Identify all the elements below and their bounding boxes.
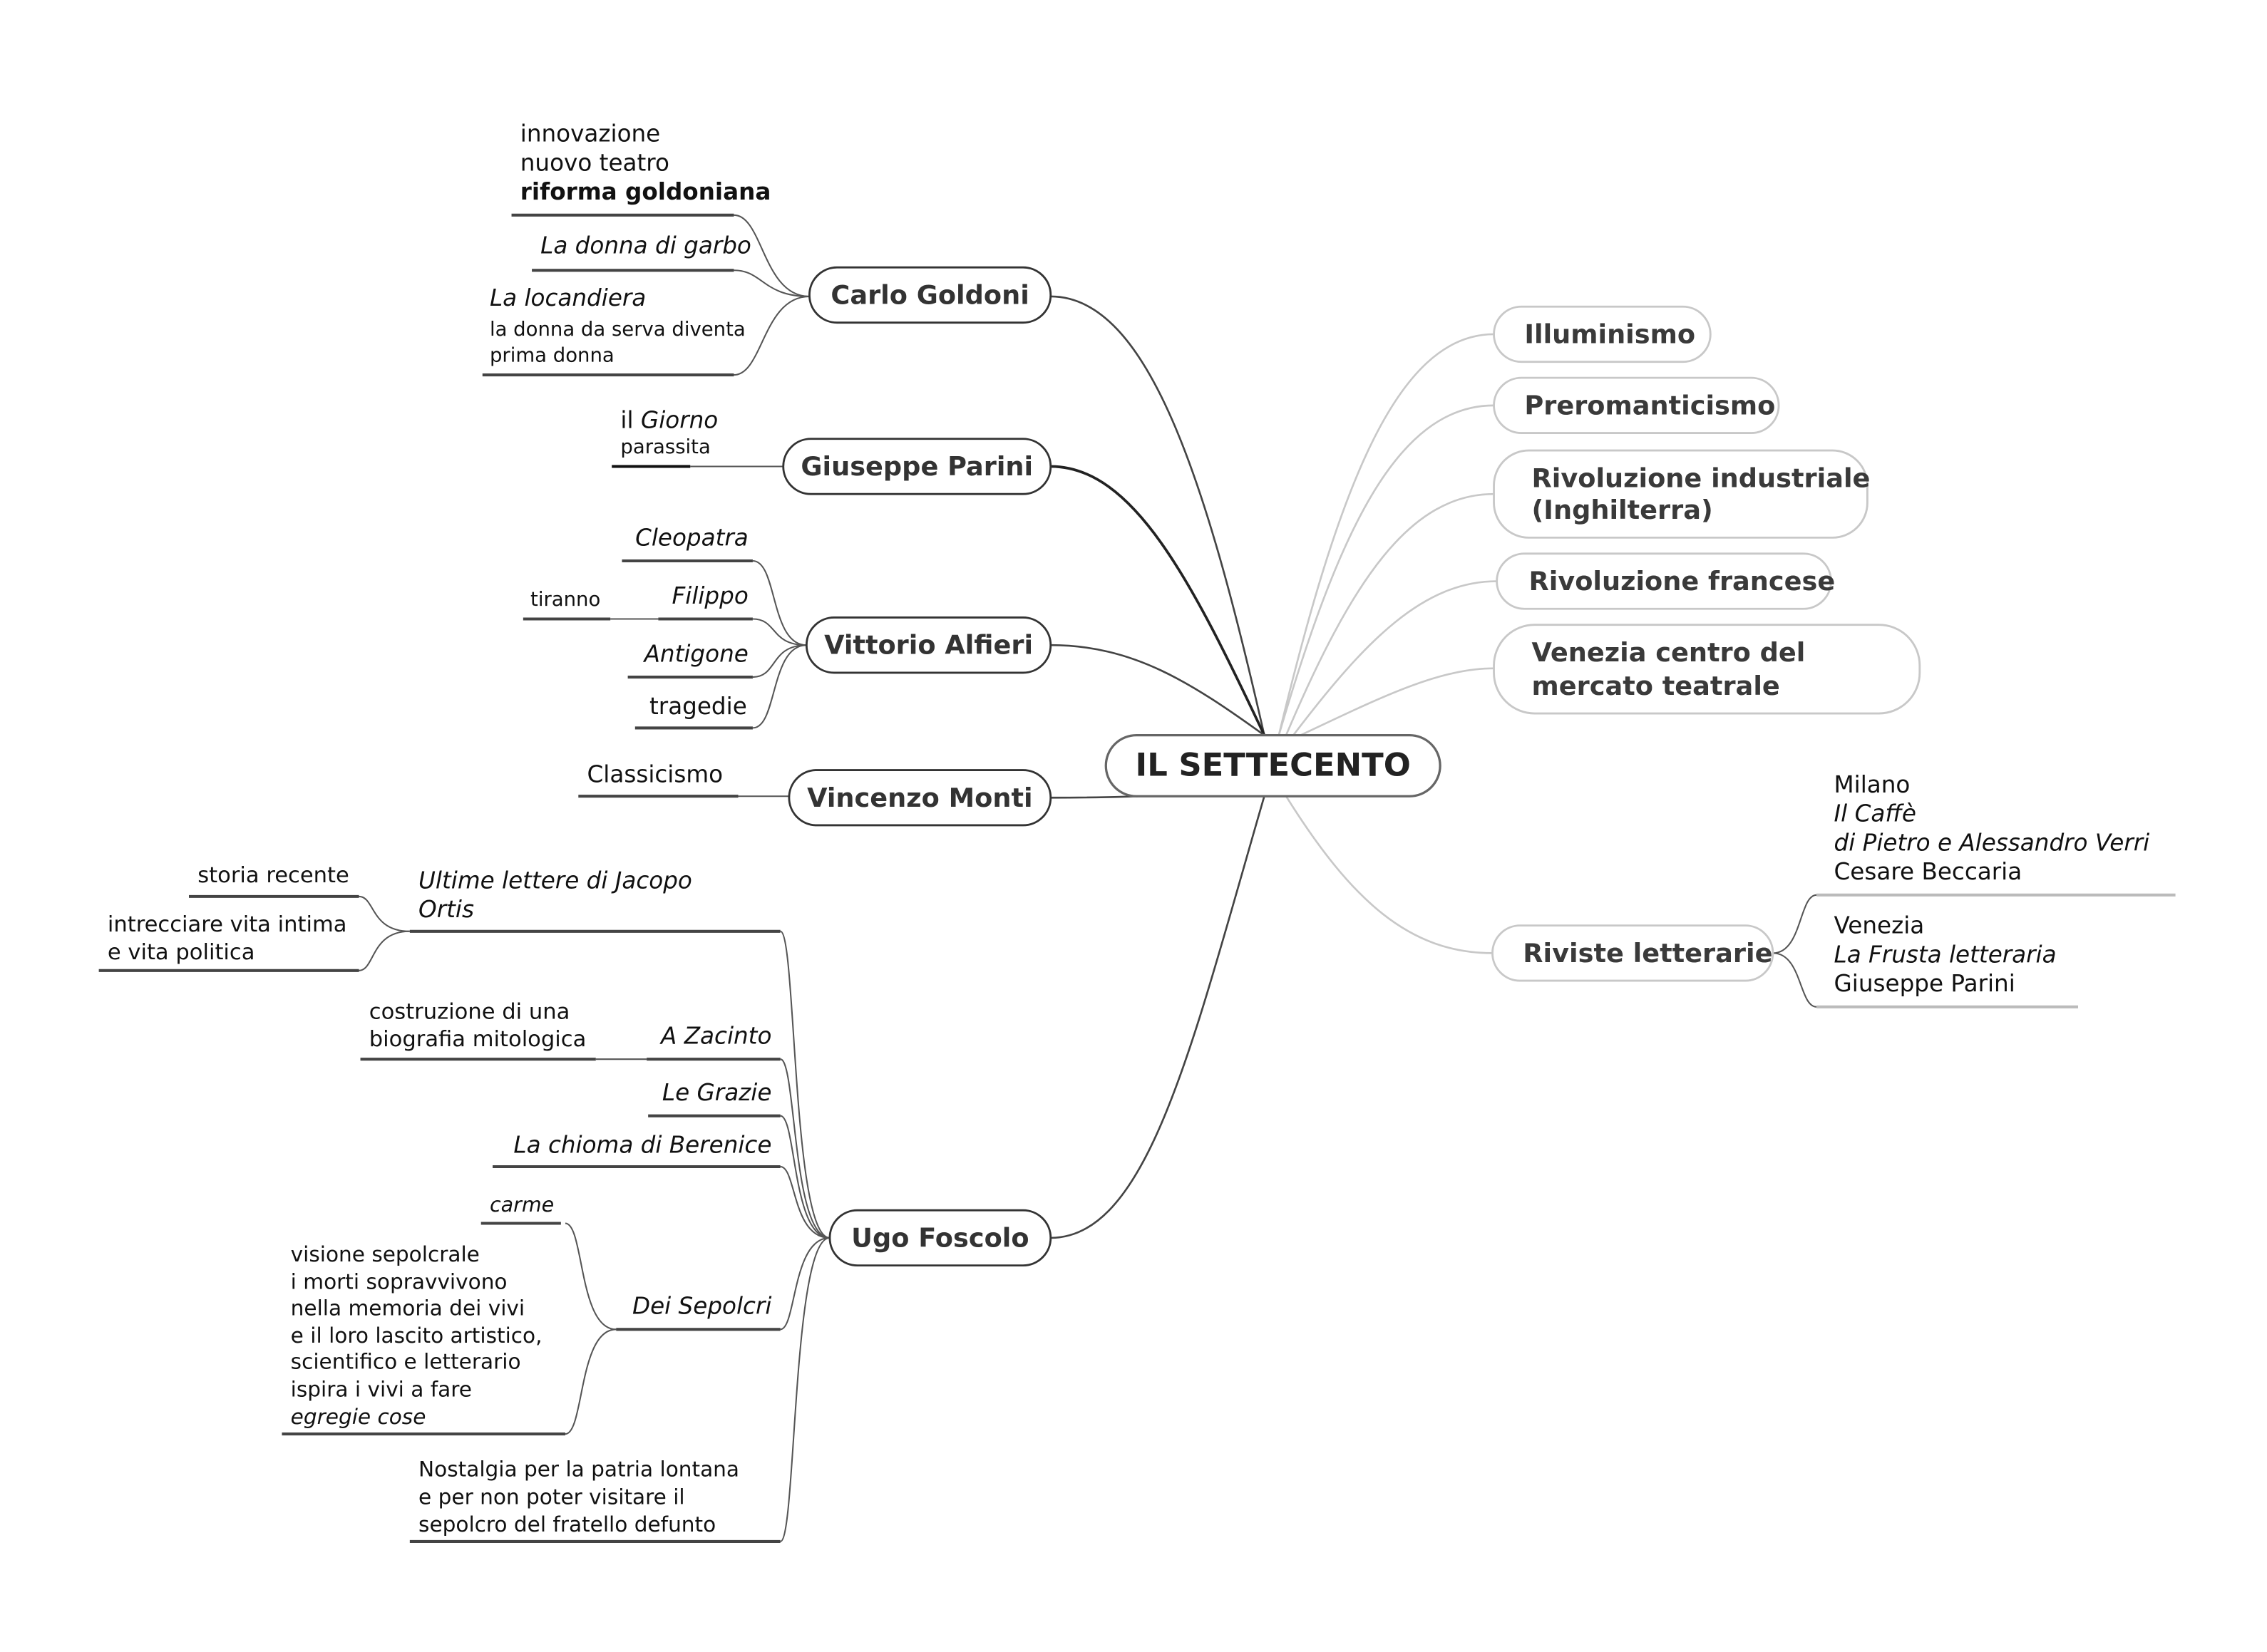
leaf-text: la donna da serva diventa [490, 318, 746, 341]
goldoni-garbo[interactable]: La donna di garbo [540, 232, 751, 259]
foscolo-zacinto[interactable]: A Zacinto [659, 1023, 771, 1050]
leaf-text: scientifico e letterario [291, 1350, 521, 1374]
alfieri-filippo[interactable]: Filippo [672, 582, 749, 609]
leaf-text: Milano [1834, 771, 1911, 798]
foscolo-nostalgia[interactable]: Nostalgia per la patria lontana e per no… [418, 1457, 739, 1537]
topic-rivoluzione-francese[interactable]: Rivoluzione francese [1496, 552, 1836, 610]
leaf-text: sepolcro del fratello defunto [418, 1512, 716, 1537]
topic-label: Rivoluzione francese [1528, 566, 1835, 597]
topic-label: Ugo Foscolo [851, 1222, 1029, 1253]
topic-label: Riviste letterarie [1523, 938, 1772, 969]
parini-giorno[interactable]: il Giorno parassita [620, 406, 718, 458]
leaf-text: Giuseppe Parini [1834, 970, 2015, 997]
alfieri-antigone[interactable]: Antigone [643, 640, 749, 667]
leaf-text: Cesare Beccaria [1834, 858, 2022, 885]
leaf-text: costruzione di una [369, 999, 570, 1024]
leaf-text: innovazione [520, 120, 660, 148]
topic-label: mercato teatrale [1532, 671, 1780, 701]
leaf-text: ispira i vivi a fare [291, 1377, 472, 1401]
leaf-text: nuovo teatro [520, 149, 669, 176]
topic-illuminismo[interactable]: Illuminismo [1493, 305, 1712, 363]
goldoni-locandiera[interactable]: La locandiera la donna da serva diventa … [490, 284, 746, 367]
sepolcri-visione[interactable]: visione sepolcrale i morti sopravvivono … [291, 1242, 543, 1429]
topic-riviste-letterarie[interactable]: Riviste letterarie [1491, 924, 1774, 982]
leaf-text: La locandiera [490, 284, 646, 311]
leaf-text: Ultime lettere di Jacopo [418, 867, 692, 894]
sepolcri-carme[interactable]: carme [490, 1193, 554, 1217]
leaf-text: prima donna [490, 344, 615, 367]
leaf-text: Nostalgia per la patria lontana [418, 1457, 739, 1482]
topic-vincenzo-monti[interactable]: Vincenzo Monti [788, 769, 1052, 827]
topic-preromanticismo[interactable]: Preromanticismo [1493, 376, 1780, 435]
leaf-text: e per non poter visitare il [418, 1485, 685, 1509]
topic-vittorio-alfieri[interactable]: Vittorio Alfieri [805, 616, 1052, 674]
goldoni-innovazione[interactable]: innovazione nuovo teatro riforma goldoni… [520, 120, 771, 206]
topic-label: (Inghilterra) [1532, 495, 1713, 525]
leaf-text: visione sepolcrale [291, 1242, 480, 1266]
connectors [1050, 295, 1497, 1239]
alfieri-tiranno[interactable]: tiranno [530, 588, 600, 611]
leaf-text: parassita [620, 435, 710, 458]
leaf-text: Ortis [418, 896, 474, 923]
zacinto-note[interactable]: costruzione di una biografia mitologica [369, 999, 587, 1052]
topic-label: Rivoluzione industriale [1532, 463, 1871, 493]
topic-label: Carlo Goldoni [831, 279, 1029, 310]
topic-venezia-centro[interactable]: Venezia centro del mercato teatrale [1493, 624, 1921, 715]
ortis-intrecciare[interactable]: intrecciare vita intima e vita politica [108, 912, 347, 965]
riviste-milano[interactable]: Milano Il Caffè di Pietro e Alessandro V… [1834, 771, 2150, 885]
topic-label: Vittorio Alfieri [824, 630, 1033, 661]
foscolo-berenice[interactable]: La chioma di Berenice [513, 1131, 771, 1158]
alfieri-tragedie[interactable]: tragedie [649, 693, 747, 720]
foscolo-grazie[interactable]: Le Grazie [662, 1079, 772, 1106]
leaf-text: biografia mitologica [369, 1027, 587, 1052]
topic-ugo-foscolo[interactable]: Ugo Foscolo [828, 1209, 1052, 1267]
foscolo-sepolcri[interactable]: Dei Sepolcri [632, 1293, 771, 1320]
leaf-text: Il Caffè [1834, 800, 1916, 827]
branch-underlines [98, 213, 2176, 1543]
riviste-venezia[interactable]: Venezia La Frusta letteraria Giuseppe Pa… [1834, 912, 2057, 998]
leaf-text: intrecciare vita intima [108, 912, 347, 937]
leaf-text: egregie cose [291, 1405, 426, 1429]
leaf-text: e il loro lascito artistico, [291, 1323, 543, 1348]
topic-label: Venezia centro del [1532, 637, 1806, 668]
foscolo-ortis[interactable]: Ultime lettere di Jacopo Ortis [418, 867, 692, 923]
leaf-text: La Frusta letteraria [1834, 941, 2057, 968]
central-topic[interactable]: IL SETTECENTO [1104, 733, 1441, 797]
leaf-text: nella memoria dei vivi [291, 1296, 525, 1320]
topic-label: Vincenzo Monti [807, 783, 1032, 813]
sub-connectors [359, 214, 1817, 1542]
leaf-text: riforma goldoniana [520, 178, 771, 205]
central-topic-label: IL SETTECENTO [1136, 745, 1411, 783]
leaf-text: e vita politica [108, 940, 255, 965]
leaf-text: di Pietro e Alessandro Verri [1834, 829, 2150, 856]
ortis-storia-recente[interactable]: storia recente [197, 863, 349, 888]
topic-label: Illuminismo [1524, 319, 1695, 350]
topic-label: Giuseppe Parini [801, 451, 1033, 482]
topic-carlo-goldoni[interactable]: Carlo Goldoni [808, 266, 1052, 324]
topic-label: Preromanticismo [1524, 390, 1775, 420]
alfieri-cleopatra[interactable]: Cleopatra [635, 524, 749, 551]
leaf-text: Venezia [1834, 912, 1925, 939]
leaf-text: i morti sopravvivono [291, 1270, 508, 1294]
monti-classicismo[interactable]: Classicismo [587, 761, 724, 788]
leaf-text: il Giorno [620, 406, 718, 433]
topic-giuseppe-parini[interactable]: Giuseppe Parini [782, 438, 1052, 495]
topic-rivoluzione-industriale[interactable]: Rivoluzione industriale (Inghilterra) [1493, 449, 1871, 539]
